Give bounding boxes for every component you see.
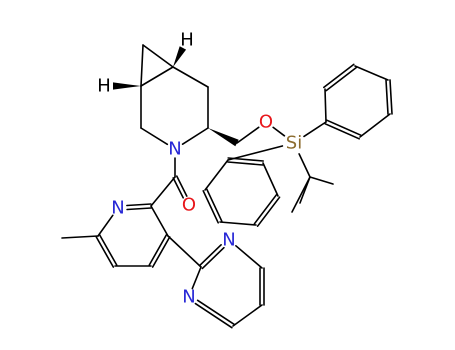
bond-c14-n3-second [198,244,222,267]
atom-label-n2: N [111,198,124,219]
bond-ph1f-ph1a [324,88,327,123]
bond-c1-c2 [140,44,144,87]
bond-ph2f-ph2a [227,161,264,166]
bond-c7-o1 [236,126,260,144]
atom-label-h1: H [180,30,194,51]
atom-label-h2: H [97,76,111,97]
bond-c2-c3 [140,66,174,87]
bond-c13-c9 [150,205,169,237]
bond-c5-n1 [181,127,209,145]
atom-label-n3: N [222,230,235,251]
bond-ph2a-ph2b [262,162,279,197]
bond-ph2c-ph2d [219,221,257,226]
wedge-bond-c2-h2 [113,82,141,90]
bond-c8-c9 [150,176,176,207]
bond-c14-n3 [201,246,225,270]
bond-cq-me3 [291,176,311,213]
bond-ph1c-ph1d [389,79,393,115]
bond-c9-n2 [126,203,152,207]
bond-n2-c10 [97,214,114,237]
bond-n3-c15 [235,245,263,269]
bond-c16-c17 [232,304,263,327]
bond-n1-c6 [140,127,169,146]
bond-ph1e-ph1f-second [325,66,358,92]
bond-c13-c14 [167,235,202,268]
bond-c17-n4-second [194,302,233,329]
bond-si-ph2f [227,145,284,161]
bond-ph2e-ph2f [204,159,229,191]
bond-ph2d-ph2e-second [202,190,219,224]
atom-label-o1: O [259,112,273,133]
bond-ph1d-ph1e [354,65,389,81]
wedge-bond-c5-c7 [208,128,239,147]
bond-ph1e-ph1f [322,63,355,89]
bond-cq-me1 [309,176,334,185]
atom-label-si: Si [286,133,302,154]
bond-ph1c-ph1d-second [385,79,389,115]
bond-layer [61,44,393,329]
bond-ph2b-ph2c [253,194,278,225]
bond-c8-o2 [172,177,184,199]
bond-c10-c11-second [98,234,118,266]
bond-ph1a-ph1b-second [325,119,362,136]
bond-ph1b-ph1c [359,113,391,138]
bond-ph1a-ph1b [324,123,361,140]
bond-c12-c13-second [148,234,168,266]
atom-label-o2: O [182,195,196,216]
atom-label-n4: N [182,287,195,308]
bond-n4-c14 [191,266,202,290]
bond-ph2f-ph2a-second [227,157,265,162]
atom-label-n1: N [168,139,181,160]
bond-c3-c4 [172,66,209,88]
bond-si-cq [298,153,311,178]
bond-c10-c11 [95,236,115,268]
bond-c1-c3 [142,44,174,68]
bond-ph2d-ph2e [206,188,223,222]
wedge-bond-c3-h1 [173,46,187,67]
bond-c17-n4 [196,299,235,326]
bond-si-ph1a [303,121,327,138]
bond-o1-si [272,126,286,137]
bond-c12-c13 [151,236,171,268]
bond-c8-o2-second [176,175,188,197]
bond-c9-n2-second [126,207,152,211]
bond-c10-me4 [61,235,99,239]
bond-ph2b-ph2c-second [256,196,281,227]
